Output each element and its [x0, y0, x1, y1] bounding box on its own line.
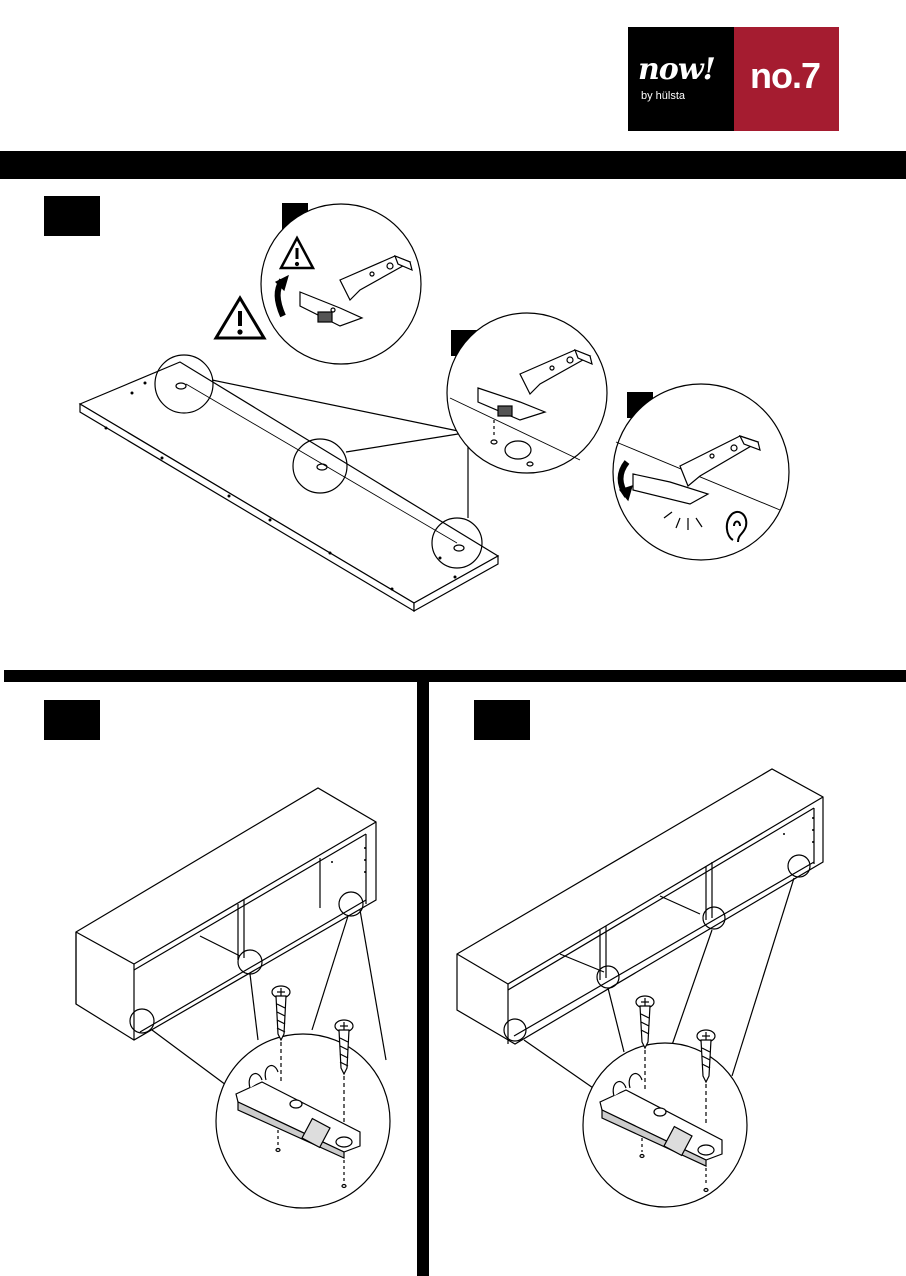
screw-icon: [272, 986, 290, 1040]
cabinet-illustration-right: [457, 769, 823, 1207]
detail-circle-2: [447, 313, 607, 473]
screw-icon: [636, 996, 654, 1048]
detail-circle-3: [613, 384, 789, 560]
detail-circle-1: [216, 204, 421, 364]
cabinet-illustration-left: [76, 788, 390, 1208]
door-panel-illustration: [80, 355, 498, 611]
